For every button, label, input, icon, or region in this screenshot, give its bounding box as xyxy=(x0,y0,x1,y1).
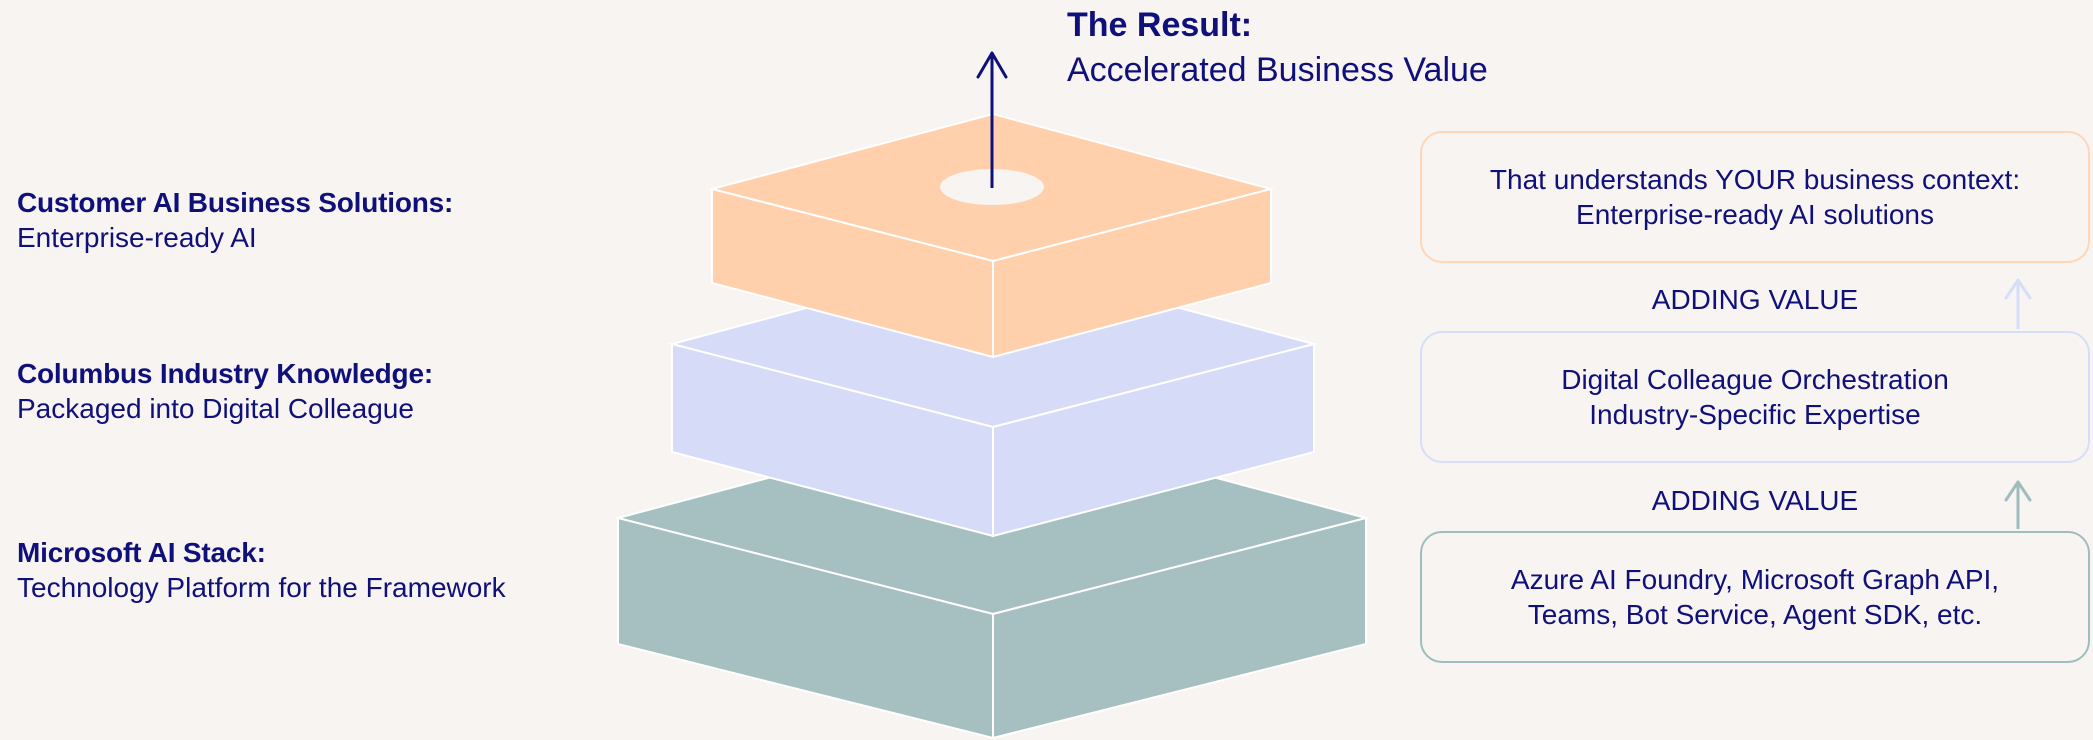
layer-label-industry-knowledge: Columbus Industry Knowledge: Packaged in… xyxy=(17,356,433,426)
layer-subtitle-industry-knowledge: Packaged into Digital Colleague xyxy=(17,393,414,424)
result-arrow xyxy=(976,51,1008,188)
result-title: The Result: xyxy=(1067,6,1253,44)
value-box-azure-platform: Azure AI Foundry, Microsoft Graph API, T… xyxy=(1420,531,2090,663)
value-box-business-context-line2: Enterprise-ready AI solutions xyxy=(1576,199,1934,230)
layer-title-customer-ai: Customer AI Business Solutions: xyxy=(17,187,454,218)
result-subtitle: Accelerated Business Value xyxy=(1067,51,1488,89)
layer-block-microsoft-right-face xyxy=(992,516,1367,740)
layer-label-microsoft-stack: Microsoft AI Stack: Technology Platform … xyxy=(17,535,506,605)
layer-subtitle-microsoft-stack: Technology Platform for the Framework xyxy=(17,572,506,603)
layer-title-industry-knowledge: Columbus Industry Knowledge: xyxy=(17,358,433,389)
value-box-orchestration-line2: Industry-Specific Expertise xyxy=(1589,399,1921,430)
layer-title-microsoft-stack: Microsoft AI Stack: xyxy=(17,537,266,568)
layer-block-industry-right-face xyxy=(992,342,1315,538)
adding-value-label-upper: ADDING VALUE xyxy=(1651,284,1859,315)
connector-arrow-upper xyxy=(2004,278,2032,329)
adding-value-label-lower: ADDING VALUE xyxy=(1651,485,1859,516)
connector-arrow-lower xyxy=(2004,480,2032,529)
result-heading: The Result: Accelerated Business Value xyxy=(1067,3,1488,93)
value-box-orchestration: Digital Colleague Orchestration Industry… xyxy=(1420,331,2090,463)
value-box-business-context: That understands YOUR business context: … xyxy=(1420,131,2090,263)
layer-block-customer-right-face xyxy=(992,187,1272,359)
value-box-azure-platform-line2: Teams, Bot Service, Agent SDK, etc. xyxy=(1527,599,1983,630)
value-box-orchestration-line1: Digital Colleague Orchestration xyxy=(1561,364,1949,395)
value-box-business-context-line1: That understands YOUR business context: xyxy=(1489,164,2021,195)
layer-label-customer-ai: Customer AI Business Solutions: Enterpri… xyxy=(17,185,453,255)
layer-subtitle-customer-ai: Enterprise-ready AI xyxy=(17,222,257,253)
value-box-azure-platform-line1: Azure AI Foundry, Microsoft Graph API, xyxy=(1510,564,2000,595)
